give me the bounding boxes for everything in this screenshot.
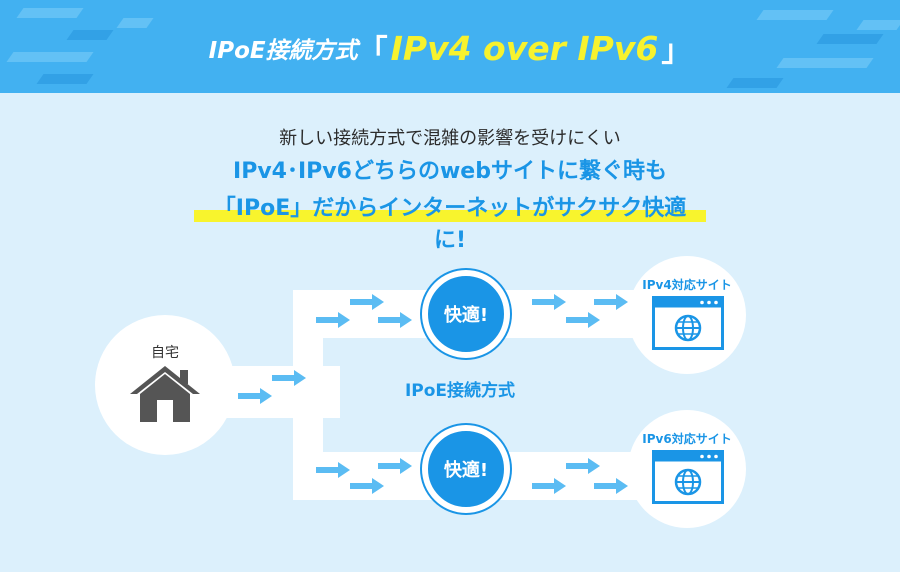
home-label: 自宅 [151,345,179,361]
headline-highlight-marker [194,210,706,222]
arrow-icon [566,458,600,474]
headline-line1: IPv4･IPv6どちらのwebサイトに繋ぐ時も [233,159,667,184]
header-title: IPoE接続方式「IPv4 over IPv6」 [0,26,900,70]
arrow-icon [594,478,628,494]
arrow-icon [566,312,600,328]
house-icon [128,364,202,424]
browser-globe-icon [652,296,724,350]
comfort-badge-bottom: 快適! [422,425,510,513]
arrow-icon [272,370,306,386]
browser-globe-icon [652,450,724,504]
arrow-icon [350,294,384,310]
arrow-icon [238,388,272,404]
arrow-icon [316,462,350,478]
headline-line2: 「IPoE」だからインターネットがサクサク快適に! [194,190,706,253]
headline-line2-text: 「IPoE」だからインターネットがサクサク快適に! [213,196,687,253]
arrow-icon [316,312,350,328]
arrow-icon [378,458,412,474]
header-bracket-open: 「 [357,34,388,69]
header-title-prefix: IPoE接続方式 [208,38,358,64]
comfort-badge-top: 快適! [422,270,510,358]
arrow-icon [350,478,384,494]
subtitle: 新しい接続方式で混雑の影響を受けにくい [279,128,621,149]
arrow-icon [532,294,566,310]
header-title-highlight: IPv4 over IPv6 [390,28,659,68]
method-label: IPoE接続方式 [404,381,516,401]
site-label-ipv4: IPv4対応サイト [642,278,732,292]
arrow-icon [594,294,628,310]
header-bracket-close: 」 [661,34,692,69]
arrow-icon [532,478,566,494]
site-label-ipv6: IPv6対応サイト [642,432,732,446]
header-banner: IPoE接続方式「IPv4 over IPv6」 [0,0,900,93]
arrow-icon [378,312,412,328]
